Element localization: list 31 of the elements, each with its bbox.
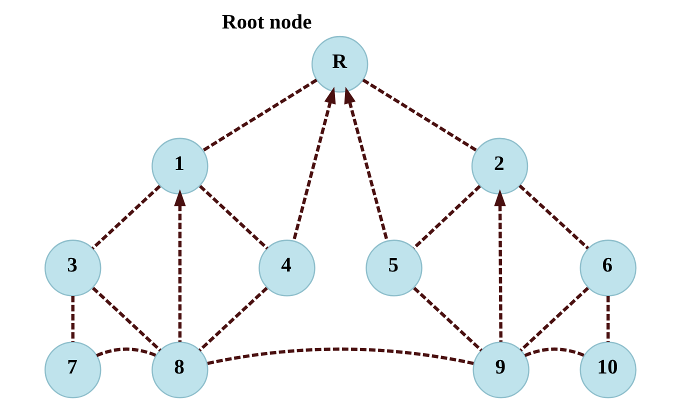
connector [606, 296, 610, 342]
arrow [494, 189, 506, 342]
node-label: Root node [221, 12, 312, 34]
node-circle: 8 [151, 342, 208, 398]
connector [70, 296, 74, 342]
connector [362, 78, 477, 152]
connector [198, 286, 268, 352]
arrow [344, 86, 388, 242]
connector [518, 184, 589, 250]
connector [412, 286, 482, 352]
node-circle: 6 [579, 240, 636, 296]
connector [202, 78, 317, 152]
node-circle: 4 [258, 240, 315, 296]
connector [412, 184, 480, 250]
node-circle: 2 [470, 138, 528, 195]
connector [519, 286, 589, 352]
connector [524, 348, 584, 358]
node-circle: 7 [44, 342, 101, 398]
connector [198, 184, 268, 250]
connector [96, 348, 156, 358]
connector [90, 184, 160, 250]
node-circle: 10 [579, 342, 636, 398]
connector [91, 286, 161, 352]
arrow [174, 189, 186, 342]
node-circle: 5 [365, 240, 422, 296]
arrow [292, 86, 336, 242]
node-circle: R [310, 36, 368, 93]
connector [206, 348, 474, 365]
node-circle: 3 [44, 240, 101, 296]
node-circle: 9 [472, 342, 529, 398]
node-circle: 1 [151, 138, 208, 195]
